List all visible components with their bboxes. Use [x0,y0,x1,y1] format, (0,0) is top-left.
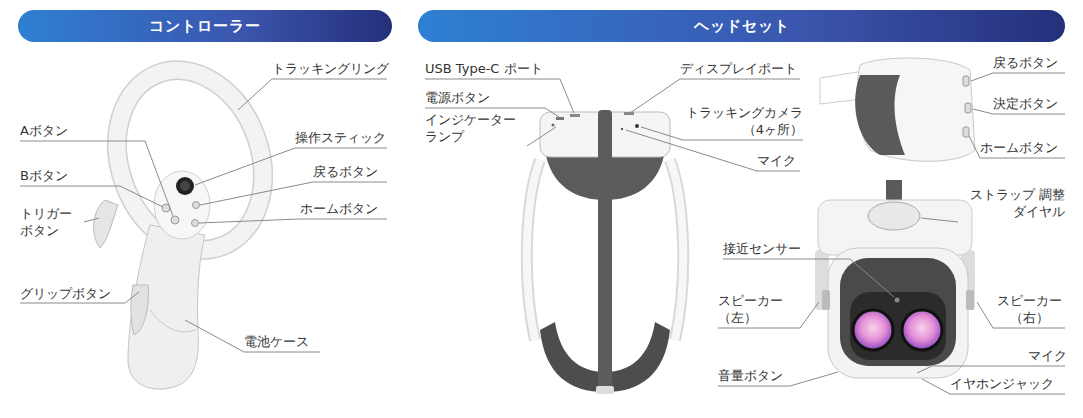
side-arm [670,160,683,340]
leader-line [84,218,99,222]
face-shell [828,248,968,378]
indicator-dot [552,124,555,127]
part-label: イヤホンジャック [950,375,1054,392]
stick-shape [176,177,194,195]
part-label: ディスプレイポート [680,60,797,77]
part-label: ホームボタン [980,139,1058,156]
top-strap [598,110,612,390]
button-dot [192,220,199,227]
part-label: 決定ボタン [993,95,1058,112]
strap-end [596,386,614,394]
part-label: Aボタン [20,122,68,139]
part-label: トラッキングカメラ （4ヶ所） [681,104,803,138]
lens-shape [902,310,942,350]
leader-line [20,141,173,216]
leader-line [723,259,894,297]
leader-line [971,73,1065,81]
leader-line [917,366,1065,373]
usb-port [570,114,580,117]
header-text: コントローラー [149,17,261,36]
part-label: グリップボタン [20,285,111,302]
side-arm [527,160,540,340]
side-button [963,127,969,137]
display-port [624,112,634,115]
side-arm-face [527,160,540,340]
part-label: Bボタン [20,167,68,184]
inner-face [850,292,946,360]
part-label: ストラップ 調整ダイヤル [962,186,1065,220]
grip-shape [131,285,149,335]
part-label: ホームボタン [300,200,378,217]
handle-shape [128,225,205,389]
part-label: トラッキングリング [272,60,389,77]
leader-lines [20,73,1065,394]
leader-line [195,148,387,185]
headset-side-figure [820,58,975,161]
leader-line [185,320,320,352]
speaker-shape [822,290,830,310]
part-label: 音量ボタン [718,367,783,384]
dial-shape [868,202,920,230]
part-label: 接近センサー [723,240,801,257]
part-label: スピーカー （左） [718,292,800,326]
leader-line [20,186,163,207]
face-cushion [840,258,956,366]
mic-dot [621,128,623,130]
part-label: スピーカー （右） [993,292,1065,326]
leader-line [969,136,1065,158]
side-arm-face [670,160,683,340]
part-label: 操作スティック [295,129,386,146]
leader-line [921,218,958,222]
trigger-shape [94,200,118,248]
headset-top-figure [527,110,683,394]
part-label: マイク [1028,347,1067,364]
speaker-shape [966,290,974,310]
button-dot [193,202,200,209]
ring-body [93,50,287,271]
ring-outline [93,50,287,271]
sensor-dot [895,298,900,303]
leader-line [238,79,387,110]
part-label: トリガー ボタン [20,205,82,239]
stick-top [180,181,190,191]
part-label: 電池ケース [244,333,309,350]
leader-line [527,127,556,146]
section-header: コントローラー [18,10,392,42]
part-label: USB Type-C ポート [425,60,543,77]
side-button [963,76,969,86]
cushion-shape [855,75,905,155]
section-header: ヘッドセット [418,10,1065,42]
part-label: マイク [757,152,796,169]
button-dot [171,216,179,224]
top-band [818,200,972,255]
power-button [556,117,564,120]
header-text: ヘッドセット [694,17,790,36]
side-button [965,103,971,113]
part-label: インジケーター ランプ [425,111,525,145]
headset-back-figure [815,180,975,378]
battery-seam [150,310,196,332]
part-label: 戻るボタン [993,54,1058,71]
leader-line [199,219,387,223]
camera-dot [635,124,639,128]
part-label: 電源ボタン [425,89,490,106]
lens-shape [853,310,893,350]
part-label: 戻るボタン [313,163,378,180]
